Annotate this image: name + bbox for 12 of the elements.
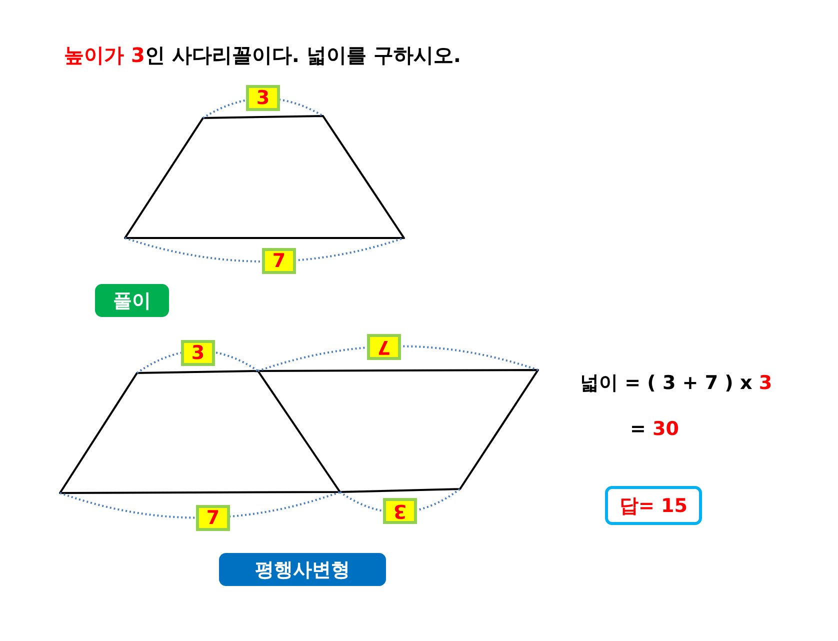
length-label: 3: [246, 85, 280, 111]
formula-text: = 30: [630, 418, 679, 440]
length-label: 3: [383, 498, 417, 524]
answer-box: 답= 15: [605, 486, 702, 525]
length-label: 7: [262, 248, 296, 274]
question-title: 높이가 3인 사다리꼴이다. 넓이를 구하시오.: [64, 42, 461, 69]
length-label: 7: [196, 505, 230, 531]
formula-text: 넓이 = ( 3 + 7 ) x 3: [580, 371, 772, 396]
solution-badge: 풀이: [95, 284, 169, 317]
parallelogram-badge: 평행사변형: [219, 553, 386, 586]
length-label: 3: [181, 340, 215, 366]
length-label: 7: [367, 334, 401, 360]
